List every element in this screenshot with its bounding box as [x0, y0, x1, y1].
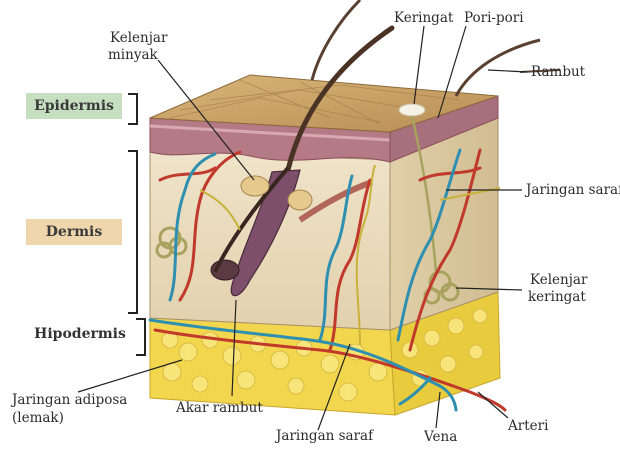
label-kelenjar-minyak-1: Kelenjar [110, 30, 167, 46]
label-rambut: Rambut [531, 64, 585, 80]
label-kelenjar-minyak-2: minyak [108, 47, 158, 63]
label-akar-rambut: Akar rambut [176, 400, 263, 416]
label-vena: Vena [424, 429, 457, 445]
label-jaringan-adiposa-1: Jaringan adiposa [12, 392, 127, 408]
label-jaringan-saraf-right: Jaringan saraf [526, 182, 620, 198]
label-keringat: Keringat [394, 10, 453, 26]
label-jaringan-adiposa-2: (lemak) [12, 410, 64, 426]
label-pori-pori: Pori-pori [464, 10, 524, 26]
label-arteri: Arteri [508, 418, 548, 434]
label-kelenjar-keringat-1: Kelenjar [530, 272, 587, 288]
label-jaringan-saraf-bottom: Jaringan saraf [276, 428, 373, 444]
label-kelenjar-keringat-2: keringat [528, 289, 586, 305]
